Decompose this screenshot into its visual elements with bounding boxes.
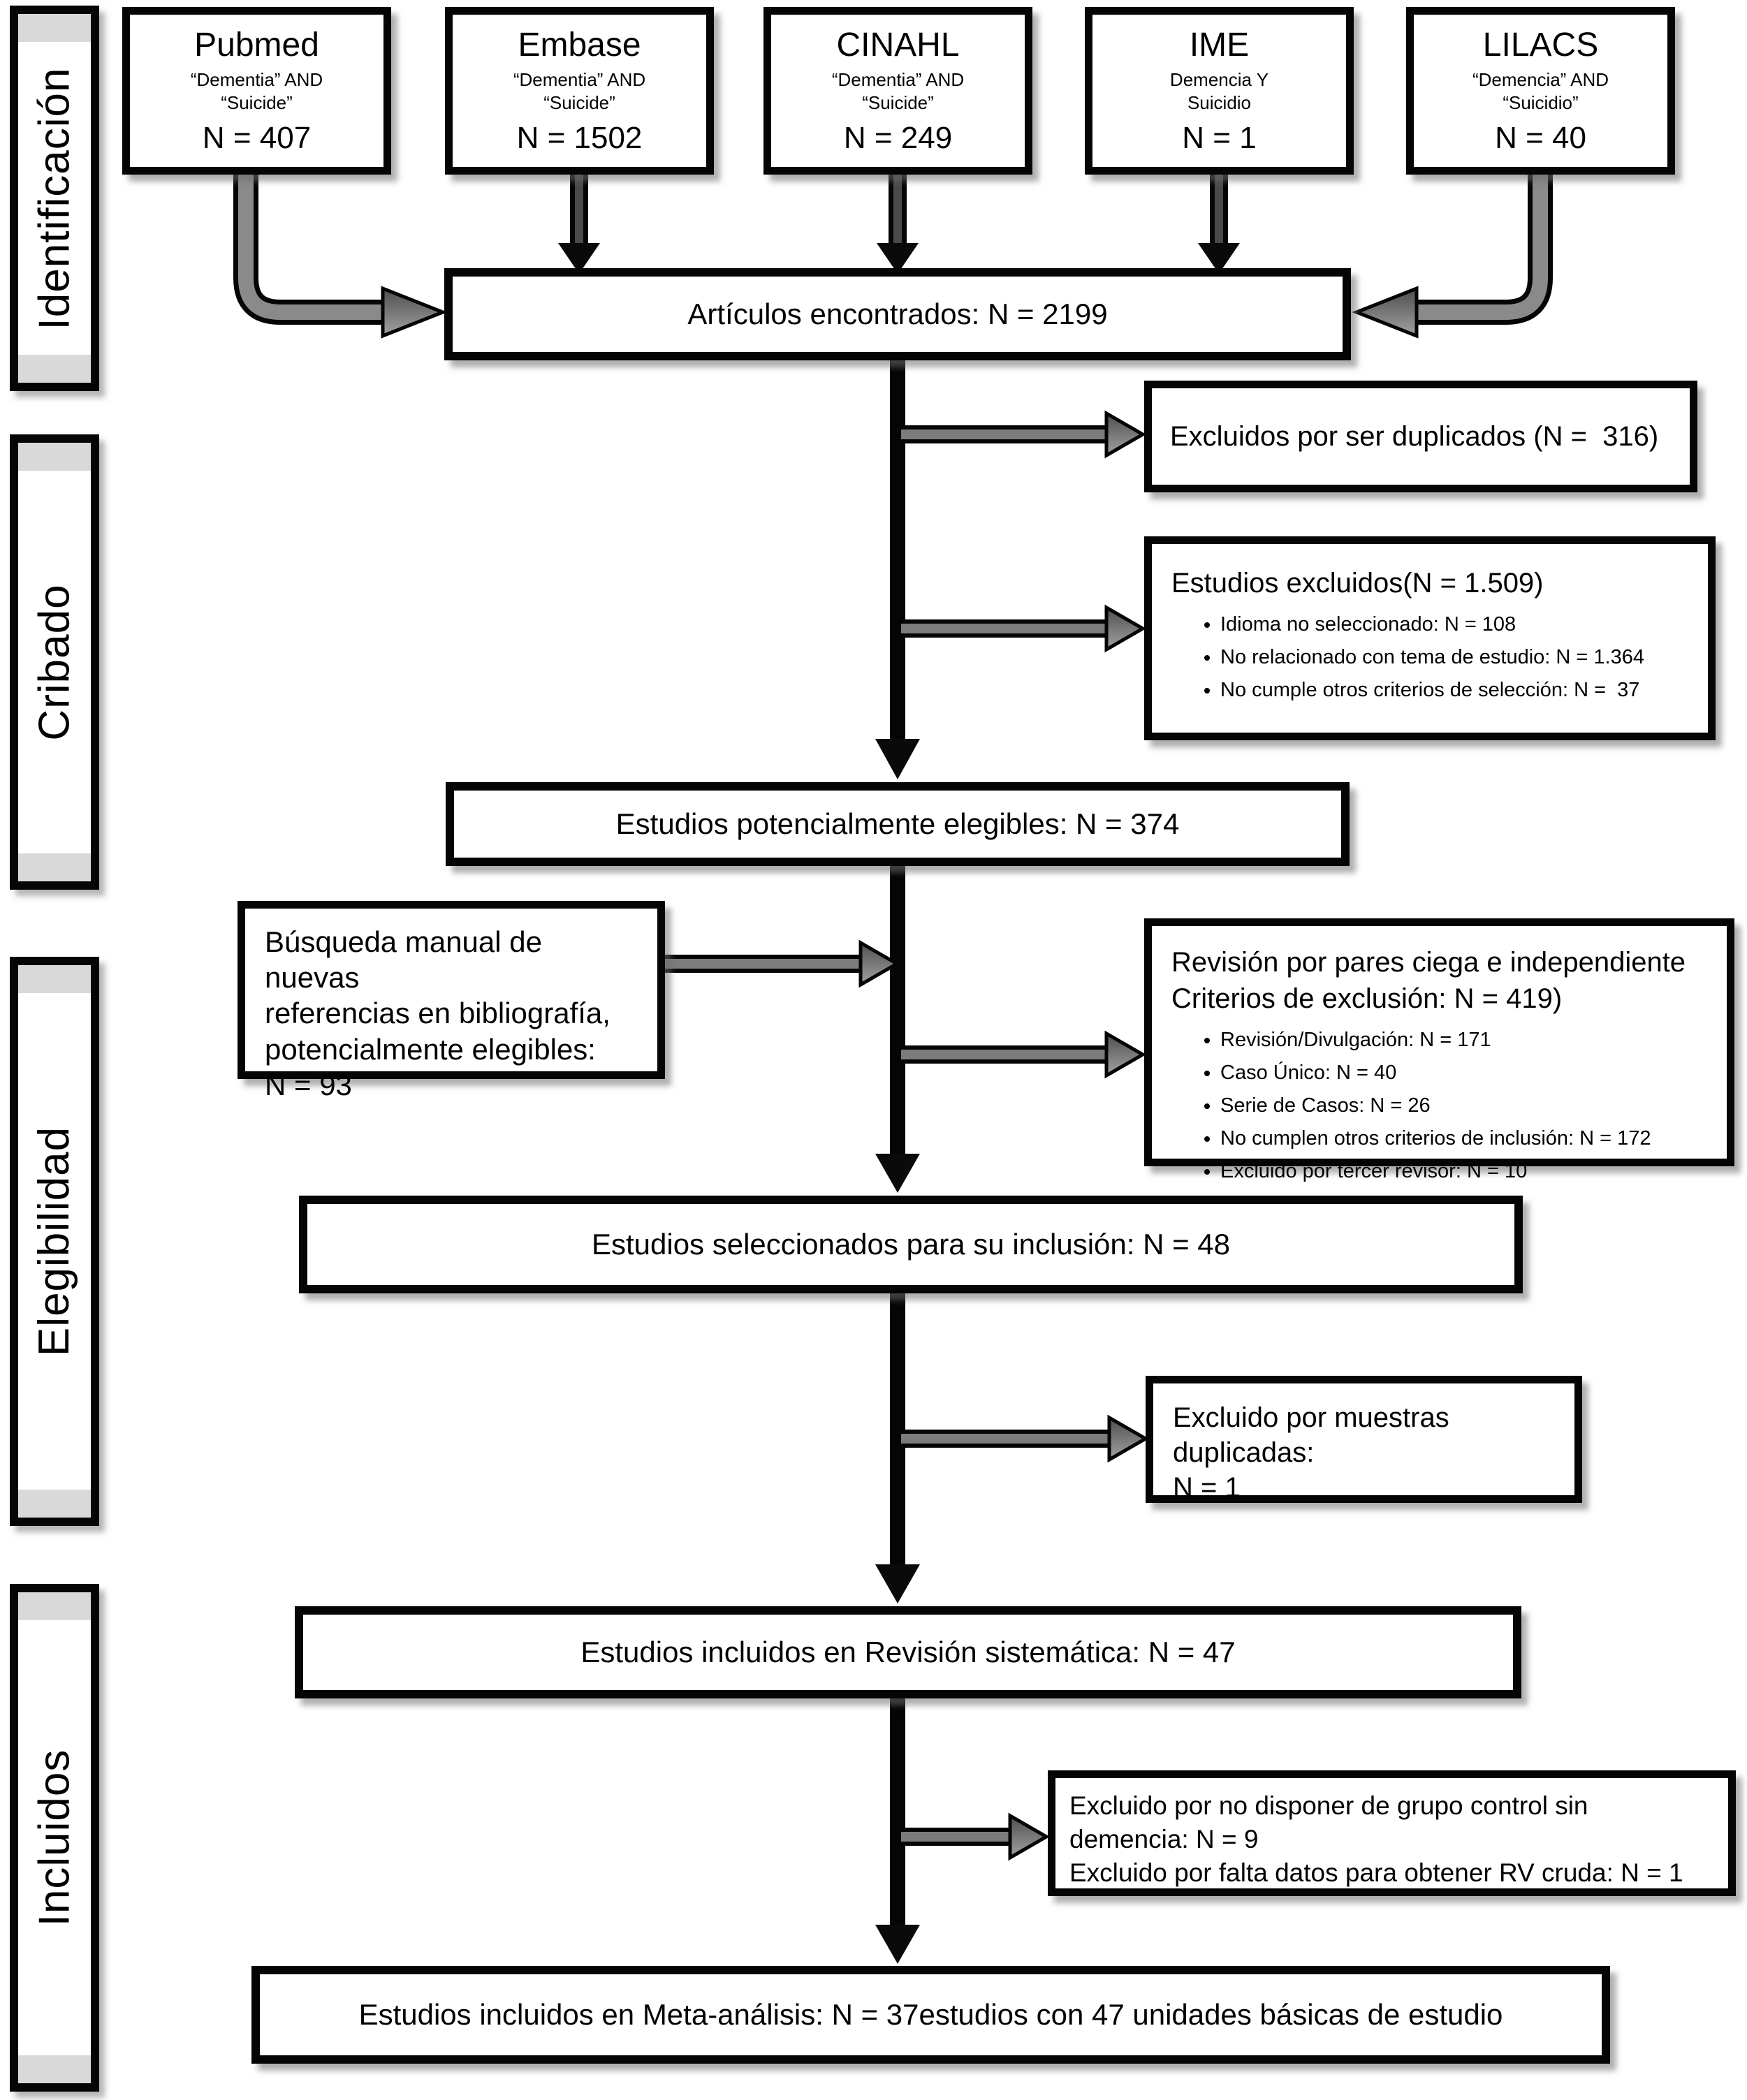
stage-incluidos: Incluidos <box>10 1584 99 2092</box>
source-box-ime: IME Demencia Y Suicidio N = 1 <box>1085 7 1354 175</box>
stage-cap <box>18 2055 91 2083</box>
excluded-studies-item: Idioma no seleccionado: N = 108 <box>1220 608 1691 641</box>
arrow-core <box>1417 172 1548 320</box>
excluded-duplicates-label: Excluidos por ser duplicados (N = 316) <box>1170 421 1659 452</box>
excluded-studies-item: No relacionado con tema de estudio: N = … <box>1220 641 1691 674</box>
peer-review-item: Caso Único: N = 40 <box>1220 1057 1713 1089</box>
source-query: “Demencia” AND “Suicidio” <box>1414 68 1667 114</box>
source-query: “Dementia” AND “Suicide” <box>453 68 706 114</box>
source-count: N = 249 <box>843 121 953 155</box>
selected-studies-label: Estudios seleccionados para su inclusión… <box>591 1227 1231 1261</box>
stage-cap <box>18 965 91 993</box>
source-query-line1: “Dementia” AND <box>831 69 965 90</box>
source-name: CINAHL <box>836 27 960 64</box>
excluded-studies-title: Estudios excluidos(N = 1.509) <box>1171 568 1544 599</box>
peer-review-title: Revisión por pares ciega e independiente… <box>1171 947 1686 1014</box>
arrowhead-right <box>1104 604 1147 653</box>
meta-analysis-box: Estudios incluidos en Meta-análisis: N =… <box>251 1966 1610 2064</box>
source-box-pubmed: Pubmed “Dementia” AND “Suicide” N = 407 <box>122 7 391 175</box>
selected-studies-box: Estudios seleccionados para su inclusión… <box>299 1196 1523 1293</box>
source-query: “Dementia” AND “Suicide” <box>130 68 383 114</box>
peer-review-item: Serie de Casos: N = 26 <box>1220 1089 1713 1122</box>
arrow-core <box>238 172 383 320</box>
arrowhead-down <box>1198 243 1240 274</box>
meta-analysis-label: Estudios incluidos en Meta-análisis: N =… <box>358 1997 1503 2031</box>
arrowhead-down <box>875 739 920 779</box>
stage-cap <box>18 355 91 383</box>
excluded-no-control-box: Excluido por no disponer de grupo contro… <box>1048 1770 1736 1896</box>
source-query-line1: “Dementia” AND <box>513 69 646 90</box>
excluded-studies-item: No cumple otros criterios de selección: … <box>1220 674 1691 707</box>
peer-review-item: Revisión/Divulgación: N = 171 <box>1220 1024 1713 1057</box>
stage-elegibilidad: Elegibilidad <box>10 957 99 1526</box>
arrowhead-right <box>1008 1812 1051 1861</box>
excluded-duplicates-box: Excluidos por ser duplicados (N = 316) <box>1144 381 1697 492</box>
source-count: N = 407 <box>202 121 312 155</box>
excluded-duplicate-samples-label: Excluido por muestras duplicadas: N = 1 <box>1173 1402 1449 1503</box>
stage-label: Incluidos <box>30 1749 79 1927</box>
peer-review-box: Revisión por pares ciega e independiente… <box>1144 918 1734 1182</box>
source-box-lilacs: LILACS “Demencia” AND “Suicidio” N = 40 <box>1406 7 1675 175</box>
source-query-line2: “Suicide” <box>221 91 293 113</box>
excluded-studies-box: Estudios excluidos(N = 1.509) Idioma no … <box>1144 536 1716 740</box>
source-query-line1: Demencia Y <box>1169 69 1269 90</box>
excluded-duplicate-samples-box: Excluido por muestras duplicadas: N = 1 <box>1146 1376 1582 1503</box>
peer-review-item: Excluido por tercer revisor: N = 10 <box>1220 1155 1713 1188</box>
arrowhead-down <box>875 1564 920 1603</box>
arrowhead-right <box>1104 1030 1147 1079</box>
found-articles-label: Artículos encontrados: N = 2199 <box>687 297 1108 330</box>
manual-search-box: Búsqueda manual de nuevas referencias en… <box>237 901 665 1101</box>
source-count: N = 1502 <box>516 121 643 155</box>
source-name: Pubmed <box>194 27 319 64</box>
manual-search-label: Búsqueda manual de nuevas referencias en… <box>265 925 611 1101</box>
eligible-studies-box: Estudios potencialmente elegibles: N = 3… <box>446 782 1350 866</box>
stage-label: Identificación <box>30 67 79 330</box>
stage-cap <box>18 1490 91 1518</box>
arrowhead-right <box>381 286 448 339</box>
source-query-line2: “Suicidio” <box>1503 91 1579 113</box>
source-box-embase: Embase “Dementia” AND “Suicide” N = 1502 <box>445 7 714 175</box>
systematic-review-label: Estudios incluidos en Revisión sistemáti… <box>580 1635 1236 1668</box>
stage-identificacion: Identificación <box>10 6 99 391</box>
source-name: Embase <box>518 27 641 64</box>
arrowhead-left <box>1352 286 1419 339</box>
arrowhead-down <box>558 243 600 274</box>
stage-cap <box>18 853 91 881</box>
source-box-cinahl: CINAHL “Dementia” AND “Suicide” N = 249 <box>763 7 1032 175</box>
source-name: IME <box>1189 27 1250 64</box>
arrowhead-down <box>875 1925 920 1964</box>
arrowhead-right <box>1107 1414 1150 1463</box>
source-query-line2: Suicidio <box>1187 91 1252 113</box>
arrowhead-right <box>858 939 901 988</box>
arrowhead-down <box>877 243 919 274</box>
eligible-studies-label: Estudios potencialmente elegibles: N = 3… <box>615 807 1180 840</box>
source-query-line2: “Suicide” <box>862 91 934 113</box>
excluded-no-control-label: Excluido por no disponer de grupo contro… <box>1069 1791 1683 1888</box>
source-count: N = 1 <box>1182 121 1257 155</box>
source-name: LILACS <box>1482 27 1599 64</box>
arrowhead-right <box>1104 410 1147 459</box>
arrowhead-down <box>875 1154 920 1193</box>
peer-review-list: Revisión/Divulgación: N = 171 Caso Único… <box>1171 1024 1713 1188</box>
arrow-lilacs-curve <box>1417 172 1553 325</box>
source-query: “Dementia” AND “Suicide” <box>771 68 1025 114</box>
excluded-studies-list: Idioma no seleccionado: N = 108 No relac… <box>1171 608 1691 707</box>
source-query: Demencia Y Suicidio <box>1092 68 1346 114</box>
stage-cribado: Cribado <box>10 434 99 890</box>
arrow-pubmed-curve <box>233 172 383 325</box>
stage-label: Elegibilidad <box>30 1126 79 1357</box>
source-count: N = 40 <box>1495 121 1586 155</box>
stage-cap <box>18 14 91 42</box>
systematic-review-box: Estudios incluidos en Revisión sistemáti… <box>295 1606 1521 1698</box>
stage-cap <box>18 1592 91 1620</box>
source-query-line2: “Suicide” <box>543 91 615 113</box>
source-query-line1: “Dementia” AND <box>190 69 323 90</box>
peer-review-item: No cumplen otros criterios de inclusión:… <box>1220 1122 1713 1155</box>
source-query-line1: “Demencia” AND <box>1472 69 1609 90</box>
stage-label: Cribado <box>30 583 79 741</box>
stage-cap <box>18 443 91 471</box>
found-articles-box: Artículos encontrados: N = 2199 <box>444 268 1351 360</box>
